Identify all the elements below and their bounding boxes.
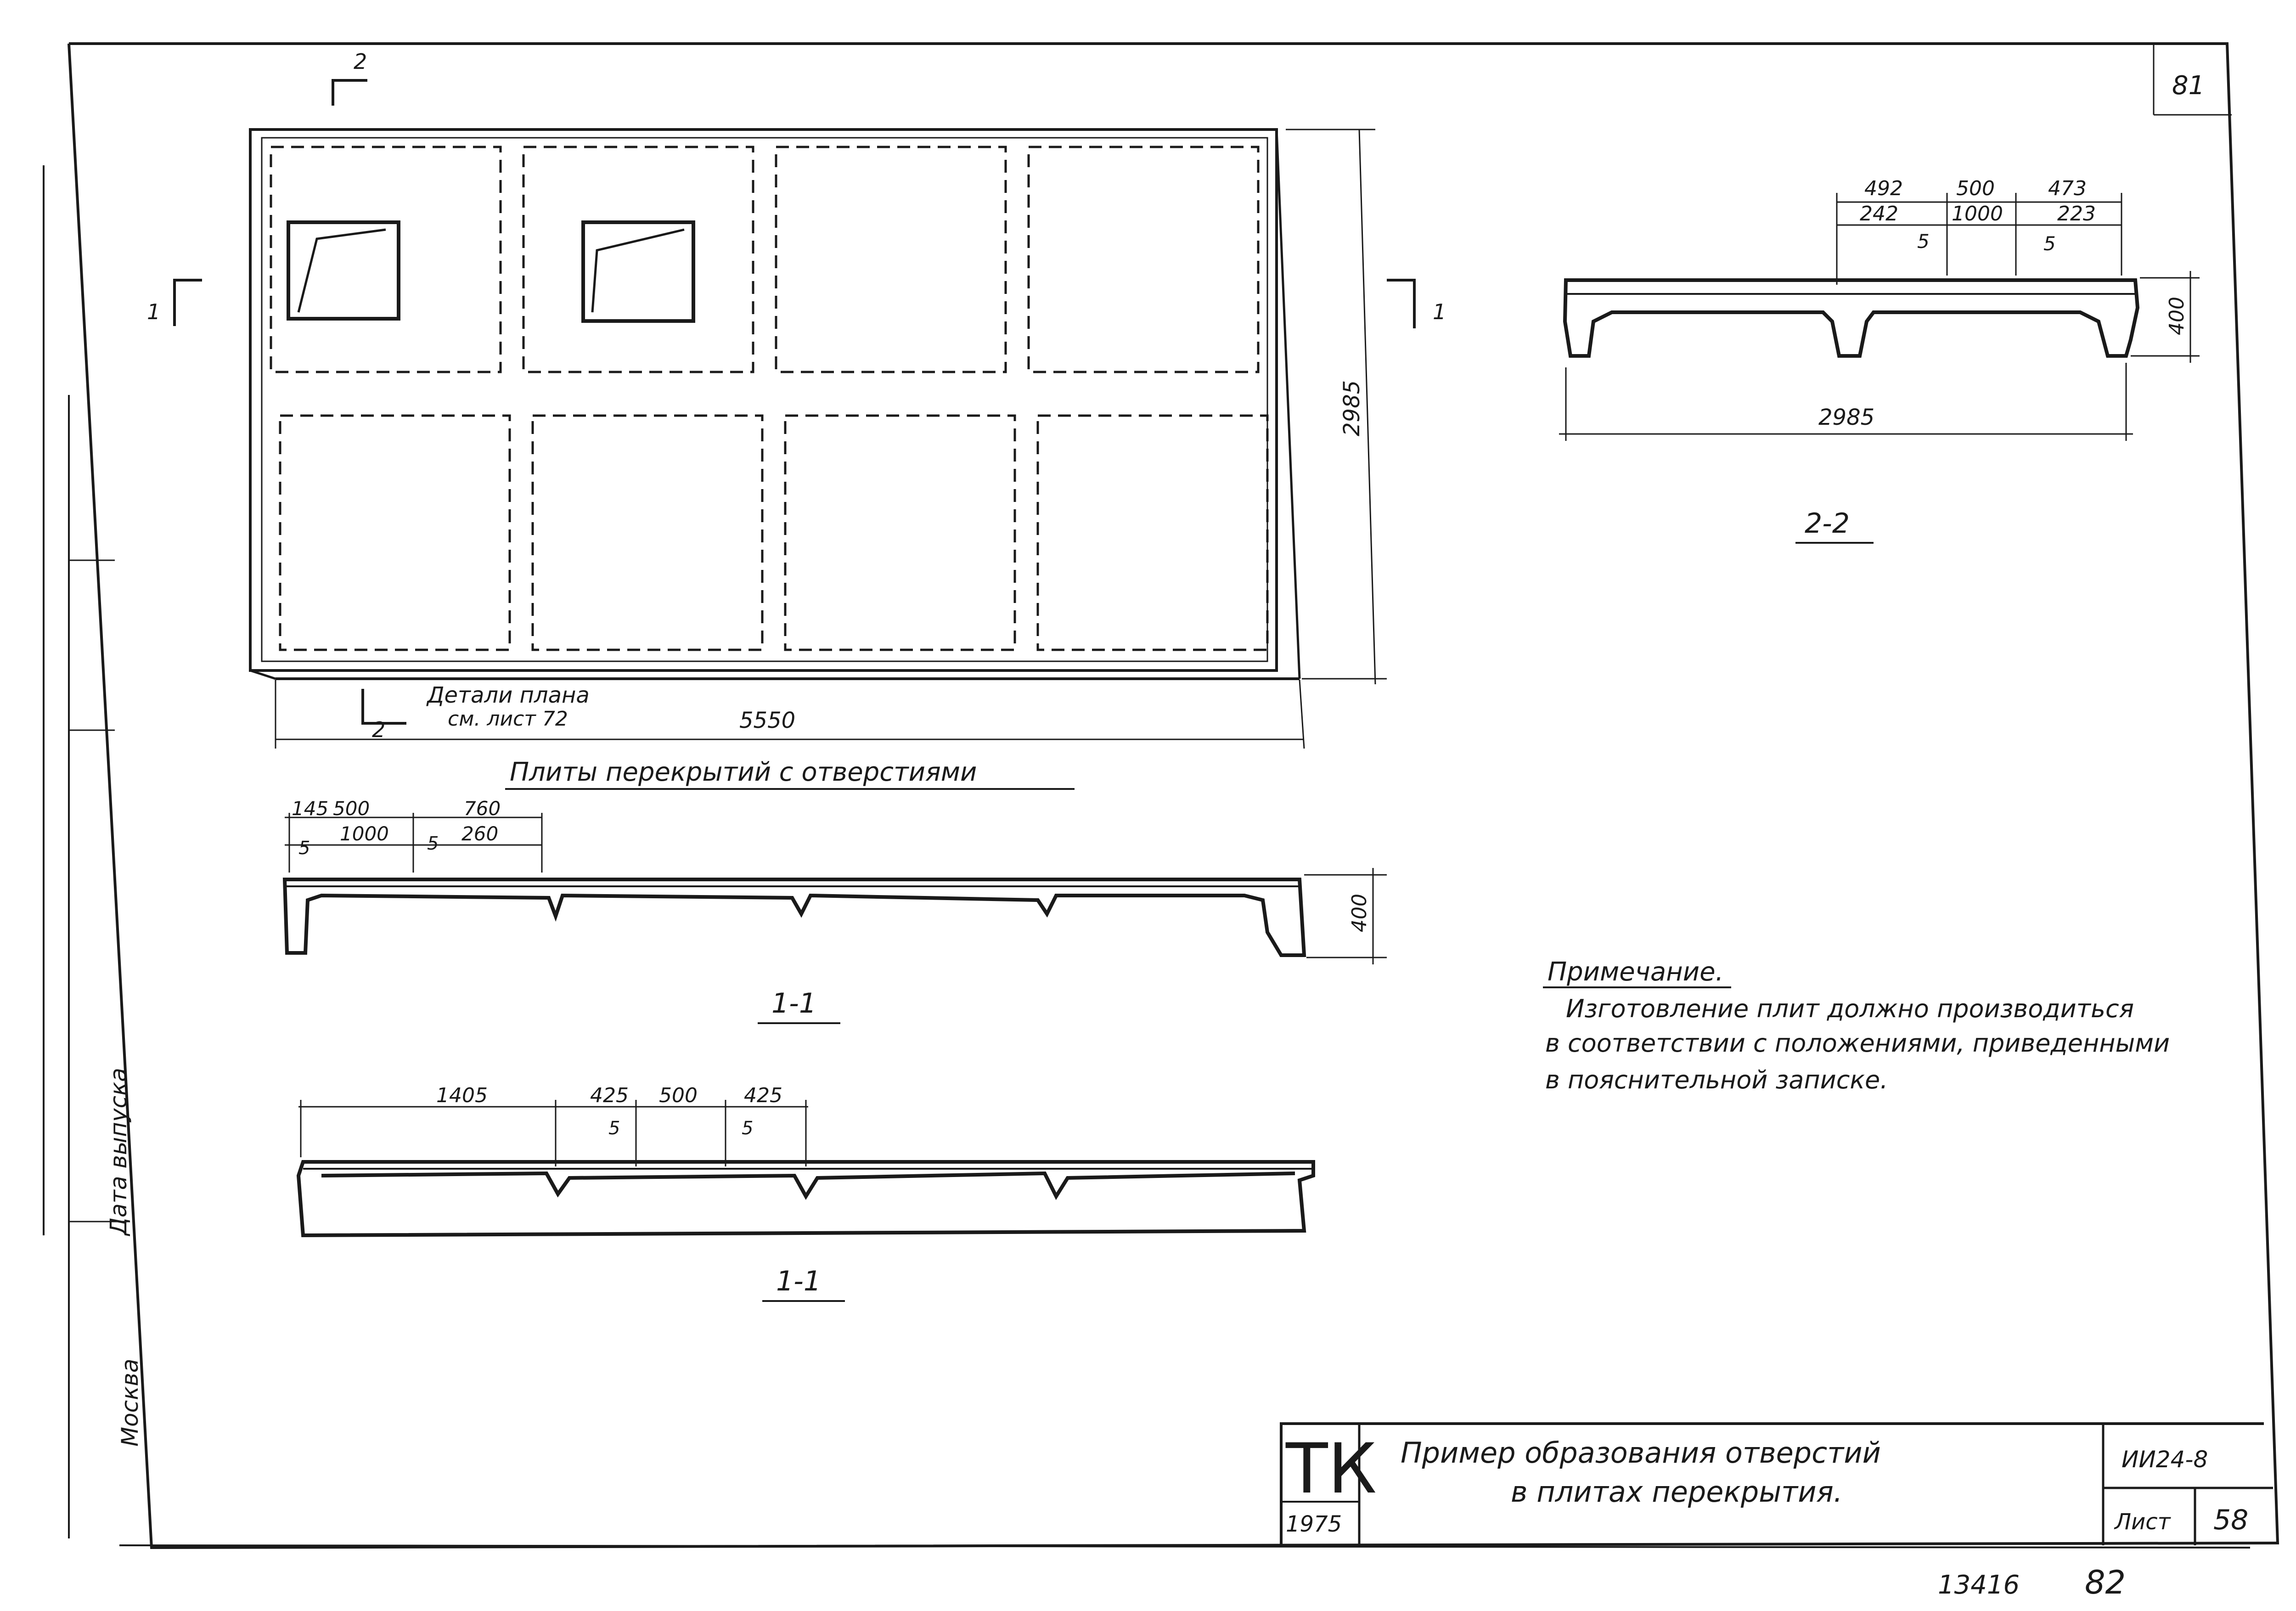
section-1-1-b-dim-top-2: 425 <box>590 1084 629 1107</box>
section-2-2-dim-top-2: 500 <box>1956 177 1995 200</box>
margin-city: Москва <box>117 1358 143 1447</box>
section-2-2-dim-mid-1: 242 <box>1860 202 1898 225</box>
section-2-2-dim-mid-3: 223 <box>2057 202 2096 225</box>
plan-caption: Плиты перекрытий с отверстиями <box>510 757 977 787</box>
title-block <box>1280 1422 2273 1545</box>
section-1-1-a-dim-top-1: 145 <box>292 797 328 820</box>
note-line-2: в соответствии с положениями, приведенны… <box>1545 1029 2170 1058</box>
title-block-title-line2: в плитах перекрытия. <box>1511 1475 1843 1509</box>
section-mark-left: 1 <box>147 299 160 324</box>
section-cut-1-right <box>1387 279 1416 328</box>
section-1-1-a-dim-lines <box>285 813 1387 964</box>
section-1-1-a-gap-a: 5 <box>298 838 310 859</box>
plan-width-dim-line <box>275 679 1305 749</box>
section-1-1-a-dim-top-3: 760 <box>464 797 501 820</box>
section-1-1-b-gap-b: 5 <box>742 1118 753 1139</box>
section-1-1-b-gap-a: 5 <box>608 1118 620 1139</box>
section-2-2-gap-b: 5 <box>2043 232 2056 255</box>
section-mark-top: 2 <box>354 49 367 74</box>
section-1-1-a: 145 500 760 1000 260 5 5 400 1-1 <box>282 797 1387 1024</box>
section-cut-1-left <box>173 279 202 326</box>
section-2-2-dim-lines <box>1559 193 2200 441</box>
section-2-2-dim-top-3: 473 <box>2048 177 2087 200</box>
section-2-2-label: 2-2 <box>1805 507 1850 540</box>
section-1-1-b-profile <box>296 1160 1315 1238</box>
section-2-2-profile <box>1563 278 2140 358</box>
plan-slab-outline <box>249 128 1278 672</box>
bottom-archive-number: 13416 <box>1938 1570 2020 1600</box>
section-mark-bottom: 2 <box>372 717 385 742</box>
section-1-1-b-dim-top-3: 500 <box>659 1084 698 1107</box>
plan-height-dim: 2985 <box>1339 380 1365 436</box>
plan-view: 2 2 1 1 5550 2985 Детали плана см. лист … <box>147 49 1446 790</box>
section-2-2-gap-a: 5 <box>1917 230 1930 253</box>
title-block-sheet-number: 58 <box>2213 1504 2248 1536</box>
opening-2 <box>581 220 695 323</box>
title-block-org: ТК <box>1285 1429 1377 1509</box>
section-cut-2-top <box>332 79 367 106</box>
section-1-1-a-gap-b: 5 <box>427 833 439 854</box>
note-title: Примечание. <box>1548 957 1723 987</box>
title-block-year: 1975 <box>1286 1511 1342 1537</box>
margin-release-date: Дата выпуска <box>105 1068 132 1236</box>
sheet-frame <box>43 42 2279 1549</box>
title-block-sheet-label: Лист <box>2114 1509 2172 1535</box>
section-1-1-b: 1405 425 500 425 5 5 1-1 <box>296 1084 1315 1302</box>
section-1-1-a-label: 1-1 <box>771 987 816 1020</box>
opening-1 <box>287 220 400 321</box>
bottom-page-number: 82 <box>2085 1564 2126 1601</box>
section-2-2-dim-top-1: 492 <box>1864 177 1903 200</box>
note-block: Примечание. Изготовление плит должно про… <box>1543 957 2170 1094</box>
section-1-1-b-dim-top-1: 1405 <box>436 1084 488 1107</box>
section-1-1-b-dim-top-4: 425 <box>744 1084 782 1107</box>
section-mark-right: 1 <box>1433 299 1446 324</box>
section-1-1-a-dim-mid-2: 260 <box>461 822 498 845</box>
plan-cells-bottom <box>279 414 1269 651</box>
plan-height-dim-line <box>1286 129 1387 685</box>
section-1-1-a-height-dim: 400 <box>1348 894 1371 932</box>
section-2-2-height-dim: 400 <box>2165 297 2189 335</box>
section-1-1-a-dim-mid-1: 1000 <box>340 822 389 845</box>
title-block-code: ИИ24-8 <box>2122 1446 2208 1473</box>
note-line-1: Изготовление плит должно производиться <box>1566 994 2134 1023</box>
corner-page-number: 81 <box>2172 71 2205 101</box>
section-1-1-b-label: 1-1 <box>776 1265 821 1297</box>
section-2-2-dim-mid-2: 1000 <box>1952 202 2003 225</box>
note-line-3: в пояснительной записке. <box>1545 1065 1888 1094</box>
section-2-2-width-dim: 2985 <box>1818 405 1874 430</box>
section-2-2: 492 500 473 242 1000 223 5 5 400 2985 2-… <box>1559 177 2200 544</box>
plan-width-dim: 5550 <box>739 708 795 733</box>
plan-cells-top <box>270 146 1260 373</box>
section-1-1-a-profile <box>282 878 1306 957</box>
title-block-title-line1: Пример образования отверстий <box>1401 1436 1881 1470</box>
section-cut-2-bottom <box>361 689 406 725</box>
plan-details-note-line2: см. лист 72 <box>448 707 568 731</box>
section-1-1-b-dim-lines <box>298 1100 808 1166</box>
section-1-1-a-dim-top-2: 500 <box>333 797 370 820</box>
plan-details-note-line1: Детали плана <box>426 682 590 708</box>
